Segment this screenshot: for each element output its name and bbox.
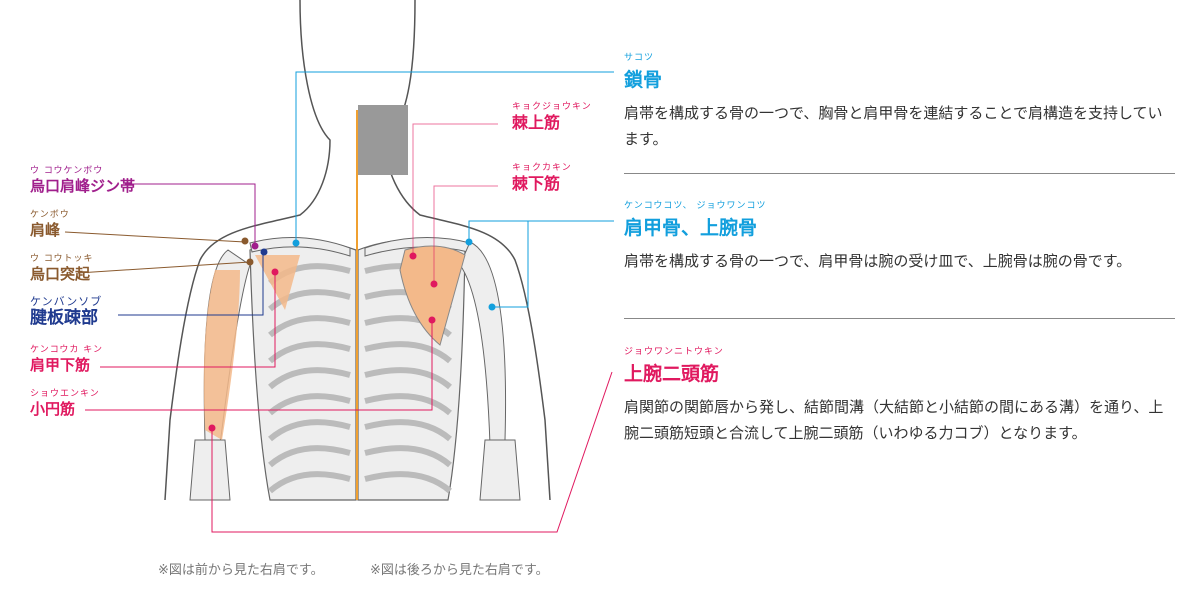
name: 腱板疎部 (30, 308, 98, 328)
rib (268, 315, 351, 338)
section-title: 肩甲骨、上腕骨 (624, 217, 758, 239)
name: 肩峰 (30, 221, 61, 239)
name: 烏口突起 (30, 265, 91, 283)
scapula (399, 245, 466, 346)
leader-lines (64, 71, 614, 533)
ruby: ウ コウケンボウ (30, 166, 104, 176)
ruby: ケンコウカ キン (30, 345, 103, 355)
subscapularis-muscle (255, 255, 300, 310)
body-outline (164, 0, 551, 501)
ruby: キョクカキン (512, 163, 572, 173)
divider (624, 318, 1175, 319)
note-front-view: ※図は前から見た右肩です。 (158, 563, 324, 578)
rib (268, 471, 351, 494)
rib (364, 341, 452, 364)
rib (268, 445, 351, 468)
ruby: ケンバンソブ (30, 295, 103, 308)
section-scapula-humerus: ケンコウコツ、 ジョウワンコツ肩甲骨、上腕骨肩帯を構成する骨の一つで、肩甲骨は腕… (624, 198, 1176, 274)
section-text: 肩帯を構成する骨の一つで、胸骨と肩甲骨を連結することで肩構造を支持しています。 (624, 104, 1163, 148)
section-clavicle: サコツ鎖骨肩帯を構成する骨の一つで、胸骨と肩甲骨を連結することで肩構造を支持して… (624, 50, 1176, 152)
label-coracoid-process: ウ コウトッキ烏口突起 (30, 255, 94, 282)
section-title: 上腕二頭筋 (624, 363, 720, 385)
name: 小円筋 (30, 400, 76, 418)
label-teres-minor: ショウエンキン小円筋 (30, 390, 100, 417)
label-subscapularis: ケンコウカ キン肩甲下筋 (30, 346, 103, 373)
rib (268, 393, 351, 416)
ruby: ウ コウトッキ (30, 254, 94, 264)
name: 肩甲下筋 (30, 356, 91, 374)
ruby: ショウエンキン (30, 389, 100, 399)
ruby: キョクジョウキン (512, 102, 592, 112)
hair-shadow (358, 105, 408, 175)
rib (364, 393, 452, 416)
label-rotator-interval: ケンバンソブ腱板疎部 (30, 296, 102, 327)
name: 棘上筋 (512, 113, 561, 132)
section-text: 肩関節の関節唇から発し、結節間溝（大結節と小結節の間にある溝）を通り、上腕二頭筋… (624, 398, 1164, 442)
label-acromion: ケンボウ肩峰 (30, 211, 70, 238)
rib (364, 419, 452, 442)
rib (268, 367, 351, 390)
ruby: ケンコウコツ、 ジョウワンコツ (624, 201, 767, 211)
biceps-muscle (203, 270, 240, 440)
section-title: 鎖骨 (624, 69, 663, 91)
label-infraspinatus: キョクカキン棘下筋 (512, 164, 572, 192)
marker-dots (208, 237, 496, 432)
ruby: ケンボウ (30, 210, 70, 220)
name: 棘下筋 (512, 174, 561, 193)
section-biceps: ジョウワンニトウキン上腕二頭筋肩関節の関節唇から発し、結節間溝（大結節と小結節の… (624, 344, 1176, 446)
divider (624, 173, 1175, 174)
label-coracoacromial-ligament: ウ コウケンボウ烏口肩峰ジン帯 (30, 167, 135, 194)
rib (268, 341, 351, 364)
ruby: サコツ (624, 53, 655, 63)
rib (364, 471, 452, 494)
section-text: 肩帯を構成する骨の一つで、肩甲骨は腕の受け皿で、上腕骨は腕の骨です。 (624, 252, 1132, 270)
ruby: ジョウワンニトウキン (624, 347, 724, 357)
rib (364, 367, 452, 390)
rib (364, 445, 452, 468)
label-supraspinatus: キョクジョウキン棘上筋 (512, 103, 592, 131)
note-back-view: ※図は後ろから見た右肩です。 (370, 563, 549, 578)
rib (268, 289, 351, 312)
name: 烏口肩峰ジン帯 (30, 177, 136, 195)
rib (268, 419, 351, 442)
